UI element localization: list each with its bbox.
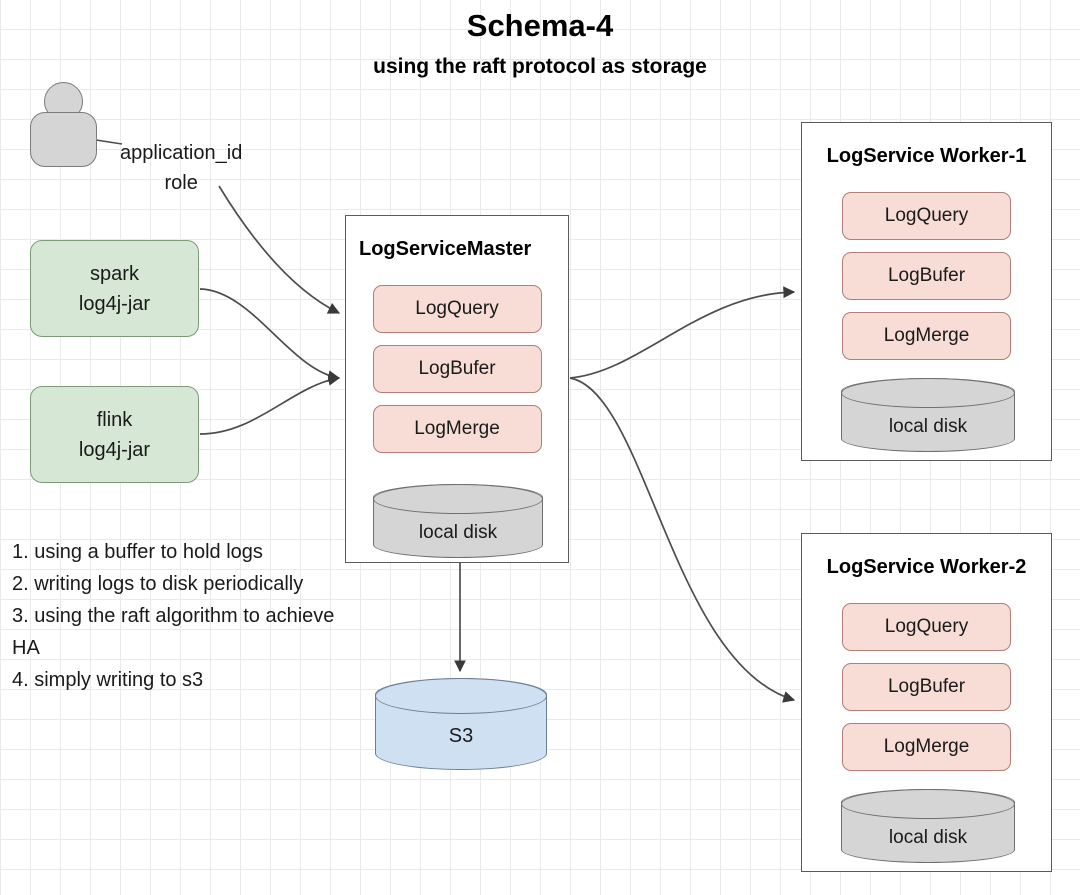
master-local-disk-label: local disk	[418, 522, 498, 543]
cylinder-top-icon	[841, 378, 1015, 408]
note-item: 4. simply writing to s3	[12, 669, 204, 691]
component-logquery[interactable]: LogQuery	[372, 285, 542, 333]
logservice-worker-2-title: LogService Worker-2	[826, 556, 1027, 578]
note-item: 2. writing logs to disk periodically	[12, 573, 304, 595]
cylinder-top-icon	[373, 484, 543, 514]
actor-annotation-line-2: role	[164, 172, 198, 194]
edge-flink-to-master	[199, 373, 341, 435]
component-logbufer[interactable]: LogBufer	[842, 663, 1011, 711]
edge-actor-to-annotation	[95, 139, 123, 145]
component-logmerge[interactable]: LogMerge	[842, 312, 1011, 360]
master-local-disk[interactable]: local disk	[373, 484, 543, 558]
edge-master-to-worker2	[569, 377, 796, 703]
notes-list: 1. using a buffer to hold logs 2. writin…	[12, 536, 342, 696]
source-flink-artifact: log4j-jar	[78, 438, 151, 461]
s3-storage-label: S3	[448, 725, 474, 747]
user-actor-icon	[30, 82, 97, 167]
note-item: 3. using the raft algorithm to achieve H…	[12, 605, 335, 659]
worker-1-local-disk[interactable]: local disk	[841, 378, 1015, 452]
worker-2-component-list: LogQuery LogBufer LogMerge	[802, 603, 1051, 771]
actor-annotation: application_id role	[120, 138, 242, 198]
component-logbufer[interactable]: LogBufer	[842, 252, 1011, 300]
component-logmerge[interactable]: LogMerge	[842, 723, 1011, 771]
component-logbufer[interactable]: LogBufer	[372, 345, 542, 393]
cylinder-top-icon	[841, 789, 1015, 819]
logservice-worker-1-container[interactable]: LogService Worker-1 LogQuery LogBufer Lo…	[801, 122, 1052, 461]
worker-2-local-disk-label: local disk	[888, 827, 968, 848]
actor-body-icon	[30, 112, 97, 167]
worker-1-component-list: LogQuery LogBufer LogMerge	[802, 192, 1051, 360]
source-spark-artifact: log4j-jar	[78, 292, 151, 315]
logservice-worker-1-title: LogService Worker-1	[826, 145, 1027, 167]
source-flink-name: flink	[96, 408, 133, 431]
worker-2-local-disk[interactable]: local disk	[841, 789, 1015, 863]
edge-role-to-logquery	[218, 185, 341, 314]
component-logmerge[interactable]: LogMerge	[372, 405, 542, 453]
edge-master-to-worker1	[569, 286, 796, 379]
logservice-master-title: LogServiceMaster	[359, 238, 532, 260]
worker-1-local-disk-label: local disk	[888, 416, 968, 437]
source-box-spark[interactable]: spark log4j-jar	[30, 240, 199, 337]
page-title: Schema-4	[466, 8, 614, 43]
component-logquery[interactable]: LogQuery	[842, 603, 1011, 651]
source-spark-name: spark	[90, 262, 139, 285]
note-item: 1. using a buffer to hold logs	[12, 541, 263, 563]
edge-spark-to-master	[199, 288, 341, 383]
cylinder-top-icon	[375, 678, 547, 714]
logservice-master-component-list: LogQuery LogBufer LogMerge	[346, 285, 568, 453]
page-subtitle: using the raft protocol as storage	[373, 55, 707, 78]
source-box-flink[interactable]: flink log4j-jar	[30, 386, 199, 483]
s3-storage[interactable]: S3	[375, 678, 547, 770]
component-logquery[interactable]: LogQuery	[842, 192, 1011, 240]
actor-annotation-line-1: application_id	[120, 142, 243, 164]
